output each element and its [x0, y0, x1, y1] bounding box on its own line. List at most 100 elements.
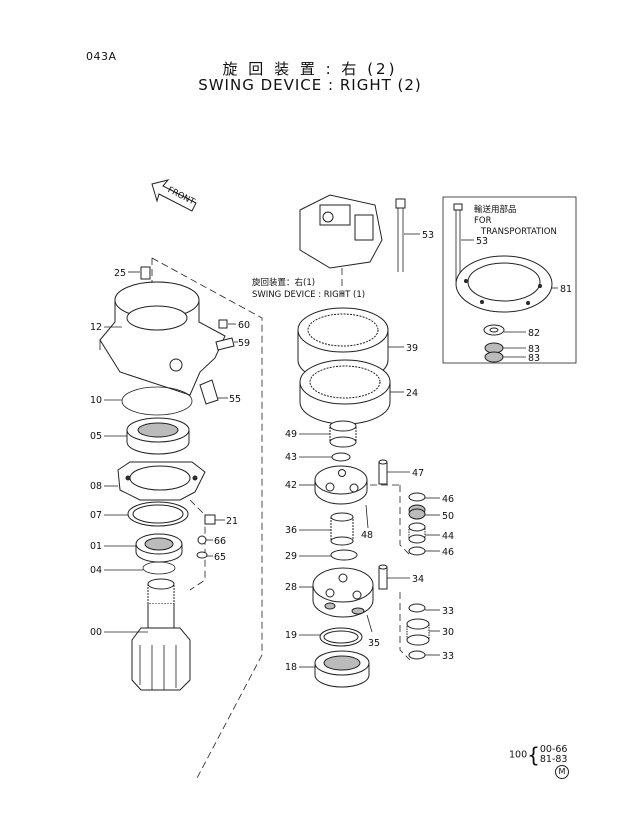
transport-label-jp: 輸送用部品: [474, 204, 517, 215]
label-18: 18: [285, 662, 297, 673]
snap-ring: [319, 627, 363, 647]
washer-29: [330, 549, 358, 561]
label-36: 36: [285, 525, 297, 536]
pin-35: [366, 614, 373, 633]
label-65: 65: [214, 552, 226, 563]
label-10: 10: [90, 395, 102, 406]
transportation-parts-box: [442, 196, 577, 364]
label-66: 66: [214, 536, 226, 547]
label-24: 24: [406, 388, 418, 399]
bearing-01: [135, 533, 183, 563]
bearing-18: [314, 650, 370, 688]
label-53: 53: [422, 230, 434, 241]
o-ring-04: [142, 561, 176, 575]
label-81: 81: [560, 284, 572, 295]
circled-mark: M: [555, 765, 569, 779]
internal-gear: [299, 359, 391, 425]
label-07: 07: [90, 510, 102, 521]
thrust-plate-33a: [408, 603, 426, 613]
planet-gear-44: [408, 522, 426, 544]
planet-pin-34: [378, 564, 388, 590]
nut-65: [196, 551, 208, 559]
label-01: 01: [90, 541, 102, 552]
label-04: 04: [90, 565, 102, 576]
planet-gear-1: [330, 512, 354, 546]
reference-label-jp: 旋回装置：右(1): [252, 277, 315, 288]
label-25: 25: [114, 268, 126, 279]
label-83b: 83: [528, 353, 540, 364]
label-47: 47: [412, 468, 424, 479]
serial-range-1: 00-66: [539, 744, 568, 755]
serial-range: 100{ 00-66 81-83: [509, 743, 568, 767]
label-50: 50: [442, 511, 454, 522]
label-33b: 33: [442, 651, 454, 662]
thrust-plate-46a: [408, 492, 426, 502]
label-19: 19: [285, 630, 297, 641]
label-48: 48: [361, 530, 373, 541]
transport-washer: [483, 324, 505, 336]
label-33a: 33: [442, 606, 454, 617]
swing-motor: [299, 194, 383, 300]
planetary-carrier-1: [314, 465, 368, 505]
title-japanese: 旋 回 装 置 : 右 (2): [222, 60, 398, 78]
label-35: 35: [368, 638, 380, 649]
fitting-59: [215, 337, 235, 351]
label-82: 82: [528, 328, 540, 339]
plug-25: [140, 266, 151, 280]
label-30: 30: [442, 627, 454, 638]
reference-label-en: SWING DEVICE : RIGHT (1): [252, 290, 365, 300]
label-42: 42: [285, 480, 297, 491]
label-12: 12: [90, 322, 102, 333]
long-bolt: [395, 198, 406, 272]
o-ring-10: [121, 386, 193, 416]
label-44: 44: [442, 531, 454, 542]
thrust-plate-46b: [408, 546, 426, 556]
label-46b: 46: [442, 547, 454, 558]
nipple-66: [197, 535, 207, 545]
planetary-carrier-2: [312, 567, 374, 618]
thrust-washer: [331, 452, 351, 462]
needle-bearing-50: [408, 504, 426, 520]
transport-label-transportation: TRANSPORTATION: [480, 227, 557, 237]
label-60: 60: [238, 320, 250, 331]
thrust-plate-33b: [408, 650, 426, 660]
label-39: 39: [406, 343, 418, 354]
elbow-55: [199, 379, 219, 405]
label-34: 34: [412, 574, 424, 585]
pinion-shaft: [131, 578, 191, 691]
title-english: SWING DEVICE : RIGHT (2): [198, 76, 422, 94]
front-arrow-icon: FRONT: [151, 179, 197, 212]
flange-08: [117, 461, 206, 501]
assembly-outline: [151, 257, 263, 781]
label-53-transport: 53: [476, 236, 488, 247]
page-code: 043A: [86, 50, 117, 63]
label-00: 00: [90, 627, 102, 638]
serial-range-2: 81-83: [539, 754, 568, 765]
bearing-05: [126, 417, 190, 455]
transport-label-for: FOR: [474, 216, 492, 226]
transport-ring-plate: [455, 255, 553, 313]
transport-bolt: [453, 203, 463, 282]
label-59: 59: [238, 338, 250, 349]
serial-prefix: 100: [509, 749, 528, 761]
planet-gear-30: [406, 618, 430, 646]
label-05: 05: [90, 431, 102, 442]
label-28: 28: [285, 582, 297, 593]
label-83a: 83: [528, 344, 540, 355]
labels-left: 25 12 60 59 10 55 05 08 07 21 01 66 65 0…: [90, 268, 250, 638]
bolt-60: [218, 319, 228, 329]
labels-right: 53 53 81 82 83 83 39 24 49 43 47 42 46 5…: [285, 230, 572, 673]
label-43: 43: [285, 452, 297, 463]
label-29: 29: [285, 551, 297, 562]
bolt-21: [204, 514, 216, 525]
label-49: 49: [285, 429, 297, 440]
label-55: 55: [229, 394, 241, 405]
label-08: 08: [90, 481, 102, 492]
planet-pin: [378, 459, 388, 485]
label-21: 21: [226, 516, 238, 527]
transport-nut: [484, 342, 504, 363]
swing-housing: [99, 266, 226, 396]
sun-gear: [329, 420, 357, 448]
seal-07: [127, 501, 189, 527]
